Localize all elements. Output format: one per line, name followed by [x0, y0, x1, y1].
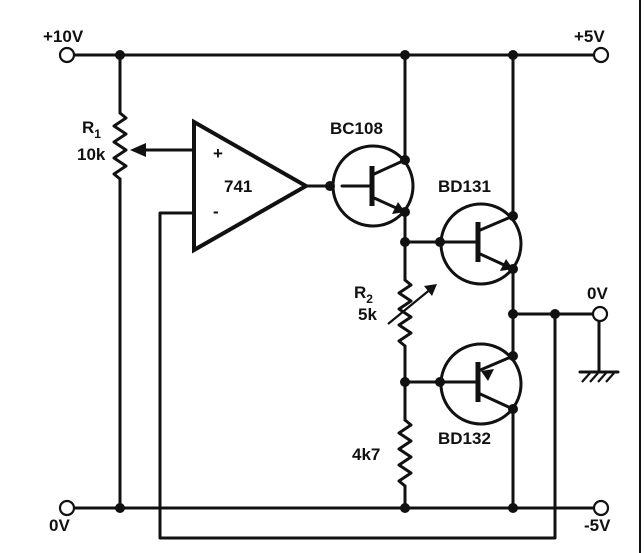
ground-icon — [578, 370, 620, 383]
r2-variable-resistor: R2 5k — [354, 240, 437, 384]
r1-value-label: 10k — [77, 145, 106, 164]
terminal-neg5: -5V — [584, 499, 611, 535]
terminal-pos5: +5V — [574, 27, 610, 64]
output-node-wiring — [511, 312, 620, 383]
opamp-741: + - 741 — [192, 118, 344, 254]
bd132-label: BD132 — [438, 429, 491, 448]
r2-adjust-arrow-icon — [424, 284, 437, 296]
terminal-neg5-label: -5V — [584, 516, 611, 535]
r2-value-label: 5k — [358, 305, 377, 324]
terminal-zero-left-label: 0V — [49, 516, 70, 535]
junction-dots — [115, 50, 560, 513]
transistor-bc108: BC108 — [330, 53, 415, 244]
r1-potentiometer — [112, 53, 196, 510]
terminal-zero-right-label: 0V — [587, 284, 608, 303]
terminal-pos5-label: +5V — [574, 27, 605, 46]
r3-resistor: 4k7 — [352, 380, 413, 510]
r2-name-label: R2 — [354, 283, 373, 306]
opamp-minus-label: - — [213, 202, 219, 221]
terminal-pos10-label: +10V — [43, 27, 84, 46]
opamp-label: 741 — [224, 177, 252, 196]
feedback-loop — [158, 211, 557, 540]
r1-wiper-arrow-icon — [130, 143, 146, 157]
bd132-emitter-arrow-icon — [481, 369, 494, 381]
bd131-label: BD131 — [438, 177, 491, 196]
r1-name-label: R1 — [82, 118, 101, 141]
bc108-label: BC108 — [330, 119, 383, 138]
transistor-bd131: BD131 — [403, 53, 523, 316]
terminal-zero-right: 0V — [587, 284, 608, 323]
terminal-pos10: +10V — [43, 27, 84, 64]
r3-value-label: 4k7 — [352, 445, 380, 464]
terminal-zero-left: 0V — [49, 499, 76, 535]
opamp-plus-label: + — [213, 144, 223, 163]
transistor-bd132: BD132 — [403, 312, 523, 510]
